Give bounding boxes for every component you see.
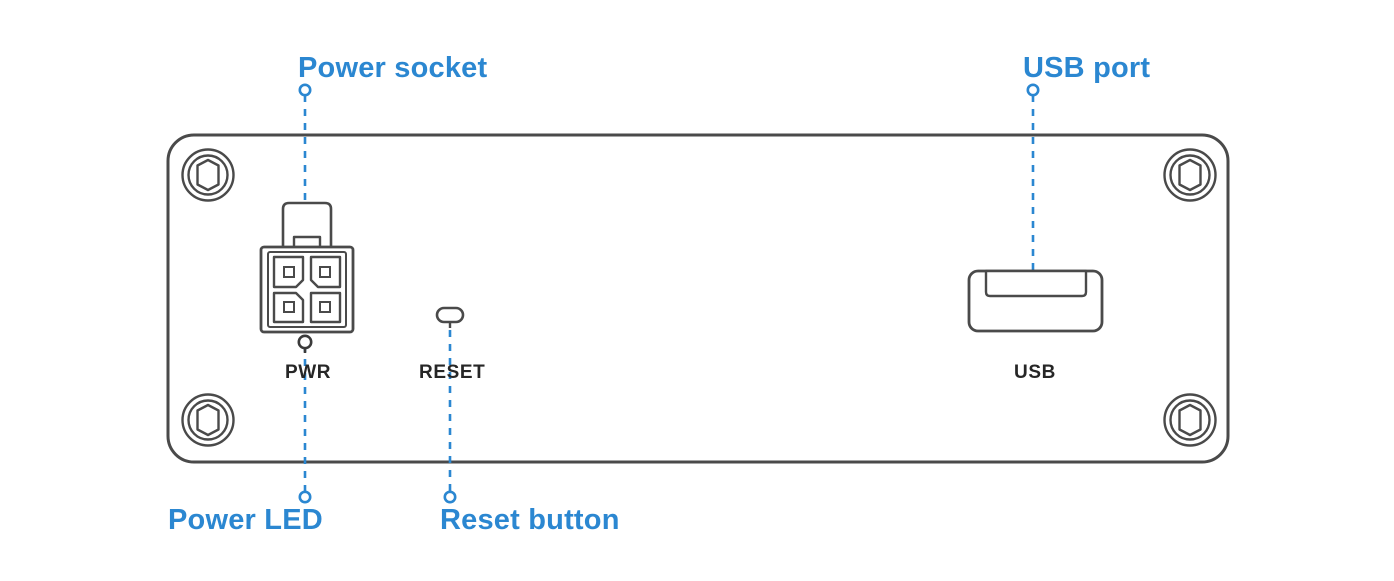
power-led-indicator [297, 334, 313, 353]
callout-leader-power-socket [298, 83, 312, 212]
screw-top-right [1163, 148, 1217, 202]
callout-label-power-socket: Power socket [298, 52, 488, 84]
callout-label-power-led: Power LED [168, 504, 323, 536]
callout-label-usb-port: USB port [1023, 52, 1151, 84]
screw-top-left [181, 148, 235, 202]
silkscreen-label-reset: RESET [419, 362, 486, 383]
callout-leader-reset-button [443, 316, 457, 504]
callout-leader-usb-port [1026, 83, 1040, 276]
power-connector [259, 201, 355, 334]
silkscreen-label-usb: USB [1014, 362, 1056, 383]
silkscreen-label-pwr: PWR [285, 362, 332, 383]
usb-connector [967, 269, 1104, 333]
screw-bottom-left [181, 393, 235, 447]
screw-bottom-right [1163, 393, 1217, 447]
enclosure-outline [166, 133, 1230, 464]
reset-switch [435, 306, 465, 328]
callout-leader-power-led [298, 345, 312, 504]
callout-label-reset-button: Reset button [440, 504, 620, 536]
